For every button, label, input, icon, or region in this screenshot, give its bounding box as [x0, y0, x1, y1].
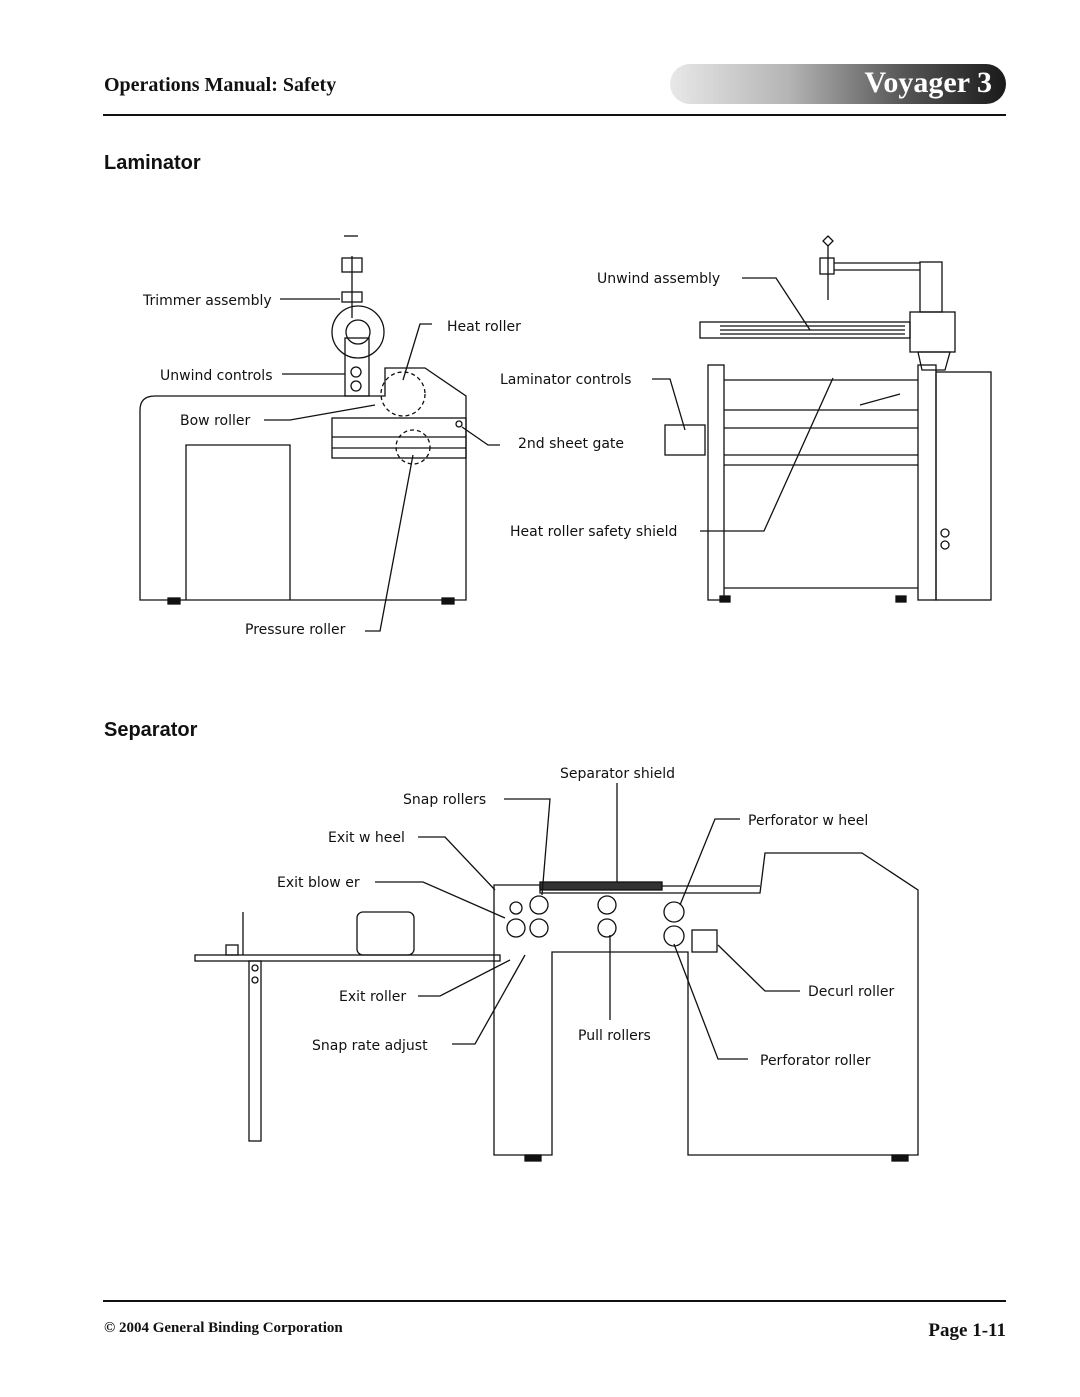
page-number: Page 1-11: [928, 1320, 1006, 1341]
label-separator-shield: Separator shield: [560, 766, 675, 782]
label-perforator-wheel: Perforator w heel: [748, 813, 868, 829]
label-heat-roller: Heat roller: [447, 319, 521, 335]
label-snap-rollers: Snap rollers: [403, 792, 486, 808]
label-snap-rate-adjust: Snap rate adjust: [312, 1038, 428, 1054]
manual-section-title: Operations Manual: Safety: [104, 74, 337, 96]
label-pull-rollers: Pull rollers: [578, 1028, 651, 1044]
separator-drawing: [194, 783, 919, 1162]
brand-badge: Voyager 3: [670, 64, 1006, 104]
copyright-notice: © 2004 General Binding Corporation: [104, 1320, 343, 1336]
label-exit-roller: Exit roller: [339, 989, 406, 1005]
label-heat-roller-safety-shield: Heat roller safety shield: [510, 524, 677, 540]
header-rule: [103, 114, 1006, 116]
label-decurl-roller: Decurl roller: [808, 984, 894, 1000]
footer-rule: [103, 1300, 1006, 1302]
label-sheet-gate: 2nd sheet gate: [518, 436, 624, 452]
laminator-front-drawing: [652, 235, 992, 603]
label-unwind-controls: Unwind controls: [160, 368, 273, 384]
label-bow-roller: Bow roller: [180, 413, 250, 429]
label-exit-wheel: Exit w heel: [328, 830, 405, 846]
brand-name: Voyager 3: [864, 66, 993, 99]
label-unwind-assembly: Unwind assembly: [597, 271, 720, 287]
label-laminator-controls: Laminator controls: [500, 372, 631, 388]
label-perforator-roller: Perforator roller: [760, 1053, 871, 1069]
laminator-heading: Laminator: [104, 152, 201, 174]
laminator-side-drawing: [139, 235, 500, 632]
label-exit-blower: Exit blow er: [277, 875, 360, 891]
label-trimmer-assembly: Trimmer assembly: [142, 293, 272, 309]
separator-heading: Separator: [104, 719, 198, 741]
label-pressure-roller: Pressure roller: [245, 622, 346, 638]
